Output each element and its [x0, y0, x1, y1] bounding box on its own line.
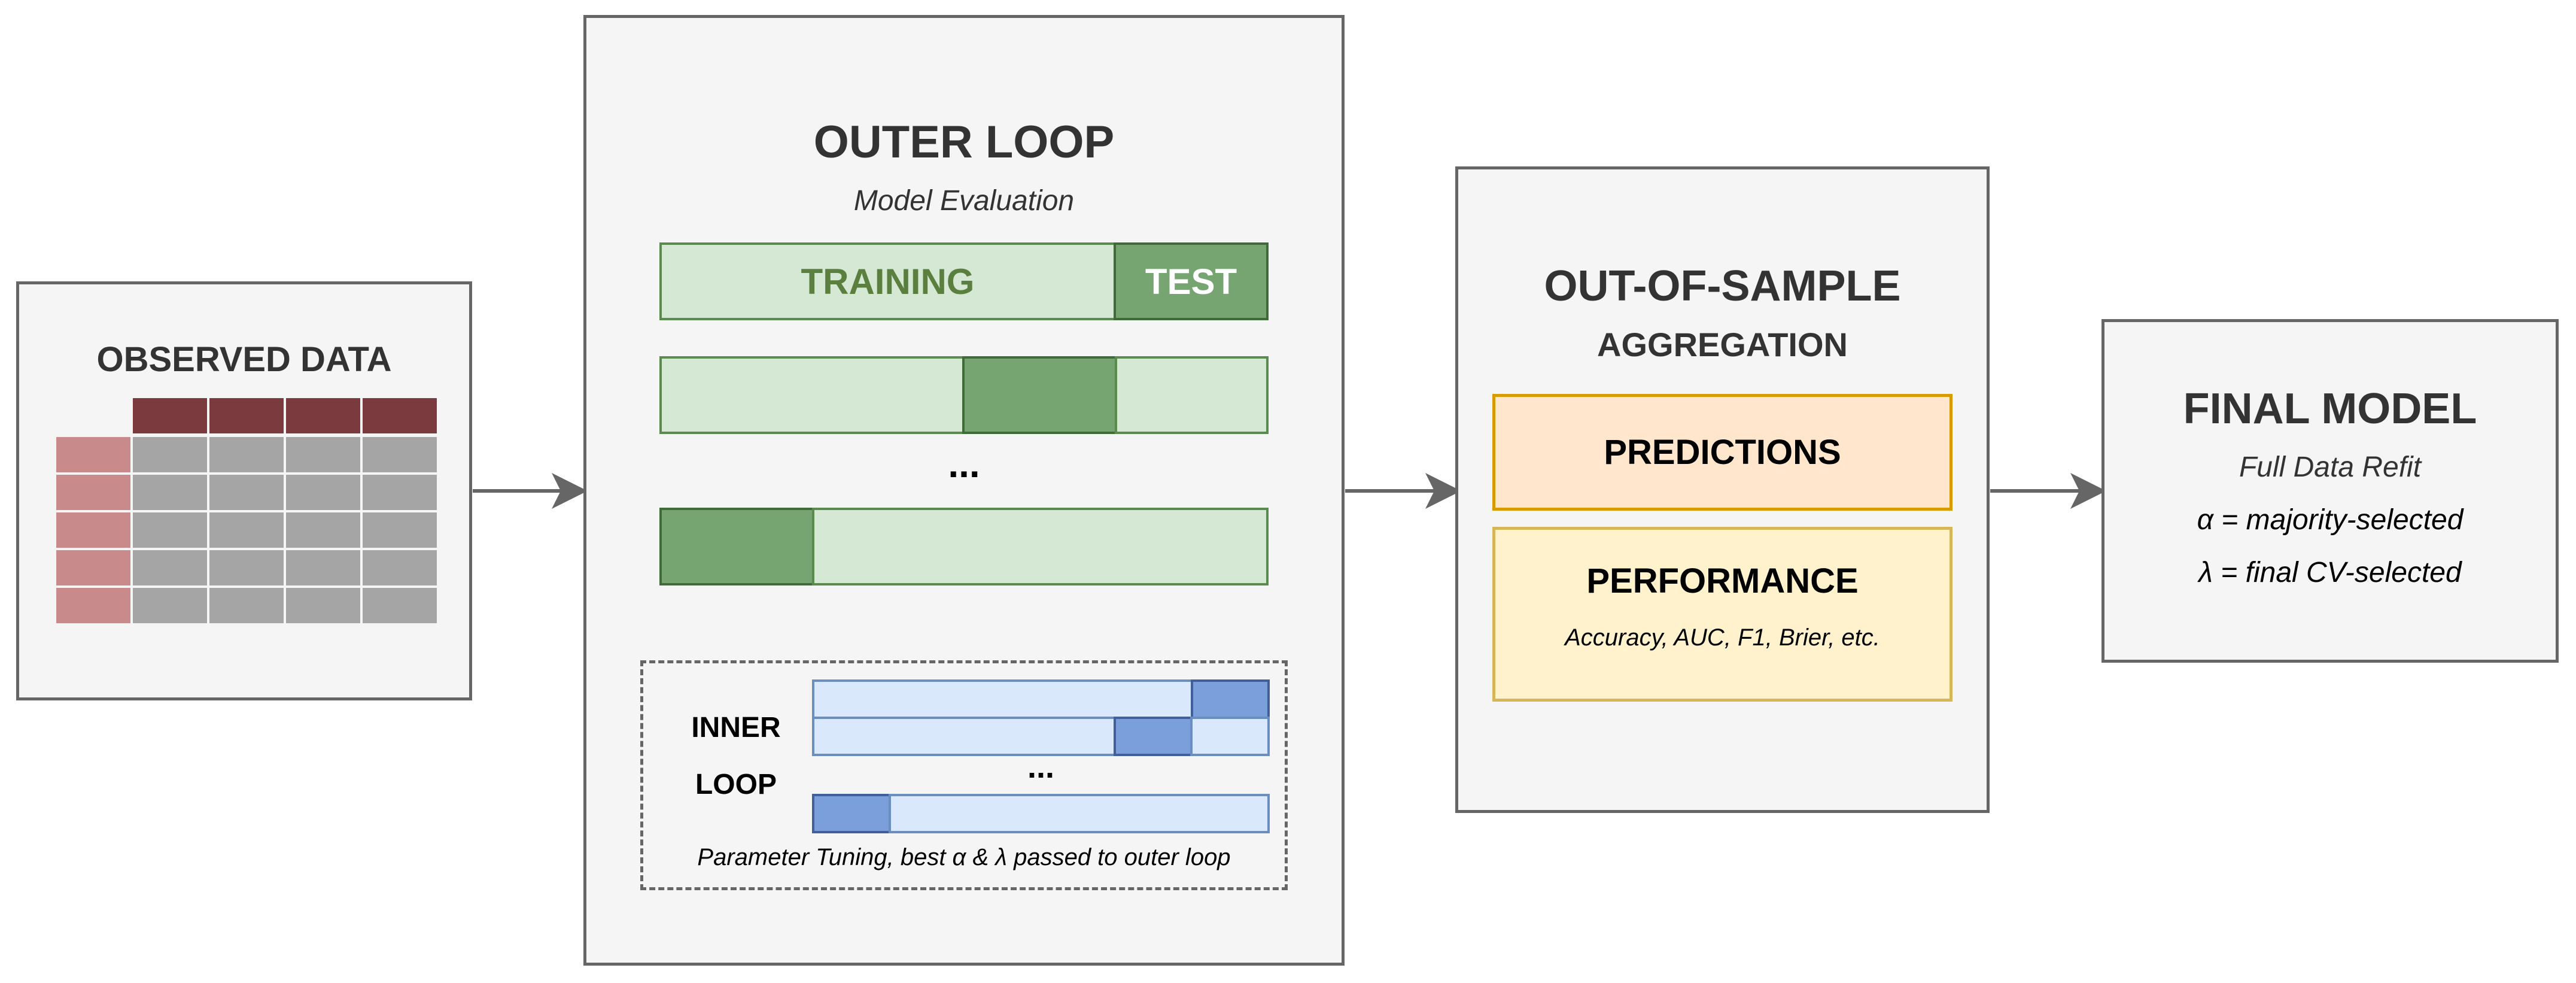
table-cell — [209, 550, 284, 585]
inner-loop-box — [640, 660, 1288, 890]
table-cell — [363, 550, 437, 585]
table-row-header-cell — [56, 550, 130, 585]
training-label: TRAINING — [801, 261, 975, 302]
final-model-box: FINAL MODEL Full Data Refit α = majority… — [2101, 319, 2559, 663]
test-segment — [962, 356, 1117, 434]
outer-fold-row-2 — [659, 356, 1269, 434]
table-row-header-cell — [56, 437, 130, 472]
data-table — [56, 398, 451, 623]
table-header-cell — [133, 398, 207, 433]
inner-loop-label-line1: INNER — [691, 711, 781, 744]
test-segment: TEST — [1114, 242, 1269, 320]
aggregation-title-line1: OUT-OF-SAMPLE — [1544, 262, 1901, 310]
training-segment: TRAINING — [659, 242, 1116, 320]
table-row-header-cell — [56, 588, 130, 623]
alpha-selection-line: α = majority-selected — [2197, 503, 2464, 536]
table-cell — [286, 588, 360, 623]
inner-training-segment — [812, 679, 1193, 719]
table-row-header-cell — [56, 512, 130, 548]
predictions-box: PREDICTIONS — [1492, 394, 1952, 511]
inner-fold-row-2 — [812, 717, 1270, 756]
training-segment — [1115, 356, 1269, 434]
inner-training-segment — [1190, 717, 1270, 756]
observed-data-box: OBSERVED DATA — [16, 281, 472, 700]
table-cell — [286, 437, 360, 472]
aggregation-title-line2: AGGREGATION — [1597, 325, 1848, 363]
training-segment — [812, 508, 1269, 585]
table-cell — [286, 475, 360, 510]
inner-fold-row-1 — [812, 679, 1270, 719]
performance-box: PERFORMANCE Accuracy, AUC, F1, Brier, et… — [1492, 527, 1952, 702]
final-model-title: FINAL MODEL — [2183, 385, 2477, 433]
inner-fold-ellipsis: ... — [1027, 749, 1054, 785]
performance-metrics: Accuracy, AUC, F1, Brier, etc. — [1565, 624, 1880, 651]
outer-fold-ellipsis: ... — [948, 442, 980, 486]
training-segment — [659, 356, 965, 434]
inner-loop-caption: Parameter Tuning, best α & λ passed to o… — [697, 844, 1231, 870]
table-cell — [133, 512, 207, 548]
final-model-subtitle: Full Data Refit — [2239, 451, 2422, 483]
table-cell — [209, 475, 284, 510]
table-row-header-cell — [56, 475, 130, 510]
table-cell — [209, 588, 284, 623]
table-cell — [209, 437, 284, 472]
lambda-selection-line: λ = final CV-selected — [2198, 556, 2462, 588]
table-cell — [286, 512, 360, 548]
outer-fold-row-3 — [659, 508, 1269, 585]
table-cell — [133, 588, 207, 623]
test-label: TEST — [1145, 261, 1237, 302]
table-header-cell — [363, 398, 437, 433]
table-cell — [133, 475, 207, 510]
table-cell — [133, 550, 207, 585]
inner-validation-segment — [1114, 717, 1193, 756]
inner-validation-segment — [812, 794, 891, 833]
table-header-cell — [209, 398, 284, 433]
observed-data-title: OBSERVED DATA — [96, 339, 392, 379]
table-cell — [363, 475, 437, 510]
inner-validation-segment — [1191, 679, 1270, 719]
table-cell — [363, 588, 437, 623]
table-cell — [363, 512, 437, 548]
performance-label: PERFORMANCE — [1586, 561, 1859, 600]
outer-loop-title: OUTER LOOP — [813, 117, 1115, 168]
outer-loop-subtitle: Model Evaluation — [853, 184, 1075, 217]
inner-loop-label-line2: LOOP — [695, 768, 777, 800]
outer-fold-row-1: TRAINING TEST — [659, 242, 1269, 320]
inner-training-segment — [812, 717, 1116, 756]
test-segment — [659, 508, 814, 585]
inner-training-segment — [889, 794, 1270, 833]
predictions-label: PREDICTIONS — [1604, 433, 1841, 472]
inner-fold-row-3 — [812, 794, 1270, 833]
table-cell — [363, 437, 437, 472]
table-cell — [133, 437, 207, 472]
table-cell — [286, 550, 360, 585]
table-cell — [209, 512, 284, 548]
table-header-cell — [286, 398, 360, 433]
